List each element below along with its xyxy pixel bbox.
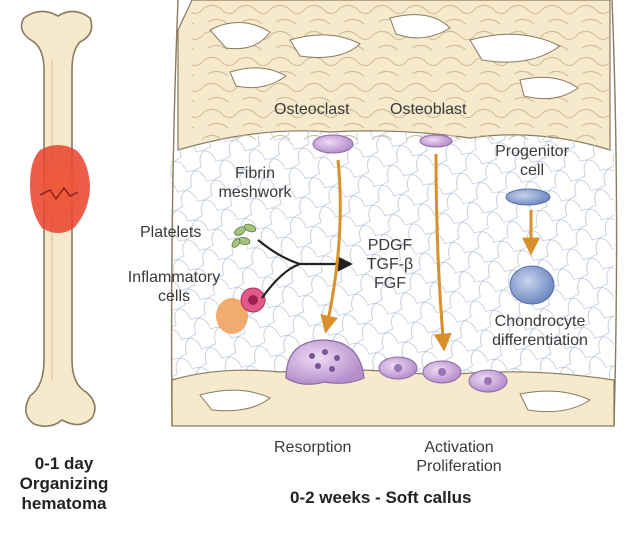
- inflammatory-label-line1: Inflammatory: [127, 269, 221, 286]
- progenitor-label: Progenitor cell: [482, 142, 582, 180]
- resorbing-osteoclast: [285, 339, 365, 385]
- osteoclast-cell: [312, 134, 354, 154]
- osteoblast-arrow: [433, 153, 452, 352]
- left-caption-line2: Organizing: [19, 474, 109, 493]
- osteoclast-label: Osteoclast: [274, 101, 350, 118]
- chondrocyte-cell: [509, 265, 555, 305]
- inflammatory-label: Inflammatory cells: [114, 268, 234, 306]
- signal-arrow-2: [261, 262, 301, 299]
- progenitor-cell: [505, 188, 551, 206]
- platelets-label: Platelets: [140, 224, 202, 241]
- progenitor-label-line2: cell: [519, 162, 544, 179]
- left-caption-line1: 0-1 day: [34, 454, 94, 473]
- proliferating-osteoblasts: [378, 356, 508, 393]
- chondrocyte-label-line2: differentiation: [492, 332, 588, 349]
- osteoblast-cell: [419, 134, 453, 148]
- hematoma: [30, 145, 90, 233]
- fgf-label: FGF: [374, 275, 406, 292]
- activation-label: Activation Proliferation: [398, 438, 520, 476]
- chondrocyte-label: Chondrocyte differentiation: [476, 312, 604, 350]
- fibrin-label-line2: meshwork: [218, 184, 292, 201]
- left-caption-line3: hematoma: [21, 494, 107, 513]
- fibrin-label-line1: Fibrin: [234, 165, 275, 182]
- osteoblast-label: Osteoblast: [390, 101, 467, 118]
- platelets-icon: [231, 223, 257, 248]
- fracture-line: [39, 186, 79, 201]
- pdgf-label: PDGF: [367, 237, 413, 254]
- left-caption: 0-1 day Organizing hematoma: [4, 454, 124, 514]
- resorption-label: Resorption: [274, 439, 352, 456]
- activation-label-line1: Activation: [424, 439, 494, 456]
- activation-label-line2: Proliferation: [416, 458, 502, 475]
- inflammatory-label-line2: cells: [157, 288, 190, 305]
- fibrin-label: Fibrin meshwork: [210, 164, 300, 202]
- inflammatory-cells-icon: [216, 287, 266, 334]
- chondrocyte-label-line1: Chondrocyte: [494, 313, 586, 330]
- tgf-label: TGF-β: [366, 256, 414, 273]
- osteoclast-arrow: [320, 159, 342, 334]
- growth-factors: PDGF TGF-β FGF: [356, 236, 424, 293]
- right-caption: 0-2 weeks - Soft callus: [290, 488, 472, 507]
- progenitor-label-line1: Progenitor: [495, 143, 569, 160]
- callus-panel: [170, 0, 618, 427]
